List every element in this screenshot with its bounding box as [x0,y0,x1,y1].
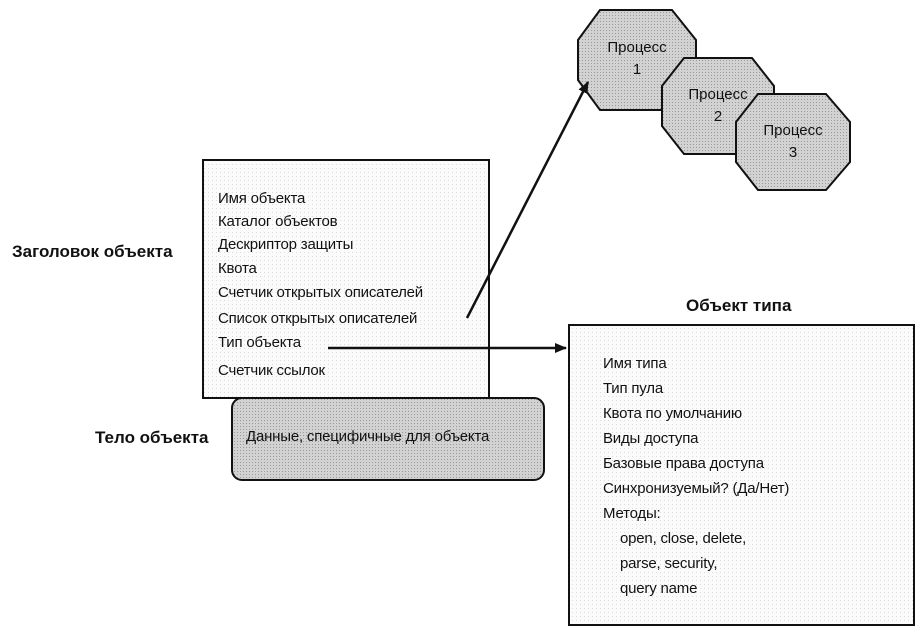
type-field: Базовые права доступа [603,455,764,472]
object-header-box [202,159,490,399]
process-2-number: 2 [713,108,723,125]
type-field: Методы: [603,505,661,522]
arrow-handle-list-to-processes [465,81,590,319]
header-field: Дескриптор защиты [218,236,354,253]
object-header-label: Заголовок объекта [12,242,173,261]
header-field: Список открытых описателей [218,310,418,327]
process-2-label: Процесс 2 [663,84,773,128]
type-field: Виды доступа [603,430,699,447]
type-method-line: open, close, delete, [620,530,747,547]
process-1-word: Процесс [607,39,667,56]
process-3-word: Процесс [763,122,823,139]
type-object-box [568,324,915,626]
header-field: Счетчик ссылок [218,362,325,379]
process-1-label: Процесс 1 [582,37,692,81]
type-object-title: Объект типа [686,296,792,315]
header-field: Квота [218,260,257,277]
header-field: Счетчик открытых описателей [218,284,423,301]
object-body-label: Тело объекта [95,428,209,447]
process-3-number: 3 [788,144,798,161]
header-field: Тип объекта [218,334,301,351]
object-body-box [231,397,545,481]
process-3-shape [735,93,851,191]
process-2-word: Процесс [688,86,748,103]
type-field: Тип пула [603,380,663,397]
process-1-number: 1 [632,61,642,78]
header-field: Имя объекта [218,190,306,207]
type-field: Имя типа [603,355,667,372]
type-method-line: parse, security, [620,555,718,572]
process-3-label: Процесс 3 [738,120,848,164]
type-field: Квота по умолчанию [603,405,742,422]
type-field: Синхронизуемый? (Да/Нет) [603,480,790,497]
object-body-text: Данные, специфичные для объекта [246,428,490,445]
type-method-line: query name [620,580,698,597]
header-field: Каталог объектов [218,213,338,230]
